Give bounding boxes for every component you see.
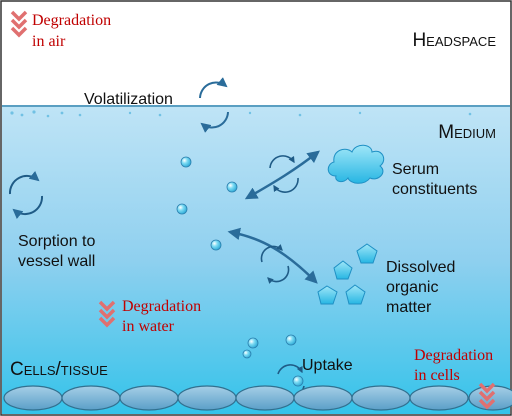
medium-label: Medium bbox=[438, 122, 496, 143]
chevrons-water-icon bbox=[98, 300, 116, 328]
cell bbox=[177, 385, 237, 411]
sorption-cycle-icon bbox=[8, 171, 44, 219]
molecule bbox=[292, 375, 304, 387]
cell bbox=[293, 385, 353, 411]
headspace-label: Headspace bbox=[412, 30, 496, 51]
dom-label-line1: Dissolved bbox=[386, 259, 455, 276]
cell bbox=[409, 385, 469, 411]
molecule bbox=[180, 156, 192, 168]
serum-cycle-icon bbox=[269, 155, 299, 193]
sorption-label-line1: Sorption to bbox=[18, 233, 95, 250]
cell bbox=[61, 385, 121, 411]
degradation-cells-line1: Degradation bbox=[414, 347, 493, 364]
volatilization-label: Volatilization bbox=[84, 91, 173, 108]
dom-pentagon-icons bbox=[317, 243, 378, 305]
degradation-air-line2: in air bbox=[32, 33, 66, 50]
volatilization-cycle-icon bbox=[199, 77, 229, 133]
sorption-label-line2: vessel wall bbox=[18, 253, 95, 270]
uptake-label: Uptake bbox=[302, 357, 353, 374]
pentagon-icon bbox=[345, 284, 366, 305]
molecule bbox=[285, 334, 297, 346]
surface-bubbles bbox=[10, 110, 472, 118]
molecule bbox=[226, 181, 238, 193]
degradation-air-line1: Degradation bbox=[32, 12, 111, 29]
degradation-water-line2: in water bbox=[122, 318, 175, 335]
cell-layer bbox=[3, 385, 512, 411]
molecule bbox=[210, 239, 222, 251]
headspace-zone bbox=[2, 2, 510, 106]
chevrons-air-icon bbox=[10, 10, 28, 38]
cell bbox=[119, 385, 179, 411]
molecule bbox=[247, 337, 259, 349]
degradation-cells-line2: in cells bbox=[414, 367, 460, 384]
cells-label: Cells/tissue bbox=[10, 359, 108, 380]
serum-cloud-icon bbox=[327, 144, 385, 184]
serum-binding-arrow bbox=[244, 150, 320, 200]
dom-label-line3: matter bbox=[386, 299, 432, 316]
degradation-water-line1: Degradation bbox=[122, 298, 201, 315]
cell bbox=[235, 385, 295, 411]
free-molecules bbox=[176, 156, 304, 387]
cell bbox=[351, 385, 411, 411]
cell bbox=[3, 385, 63, 411]
pentagon-icon bbox=[356, 243, 378, 264]
molecule bbox=[242, 349, 252, 359]
molecule bbox=[176, 203, 188, 215]
serum-label-line1: Serum bbox=[392, 161, 439, 178]
dom-cycle-icon bbox=[260, 244, 290, 284]
pentagon-icon bbox=[333, 260, 353, 280]
dom-label-line2: organic bbox=[386, 279, 438, 296]
pentagon-icon bbox=[317, 285, 338, 305]
serum-label-line2: constituents bbox=[392, 181, 477, 198]
chevrons-cells-icon bbox=[478, 382, 496, 410]
dom-binding-arrow bbox=[227, 227, 318, 284]
